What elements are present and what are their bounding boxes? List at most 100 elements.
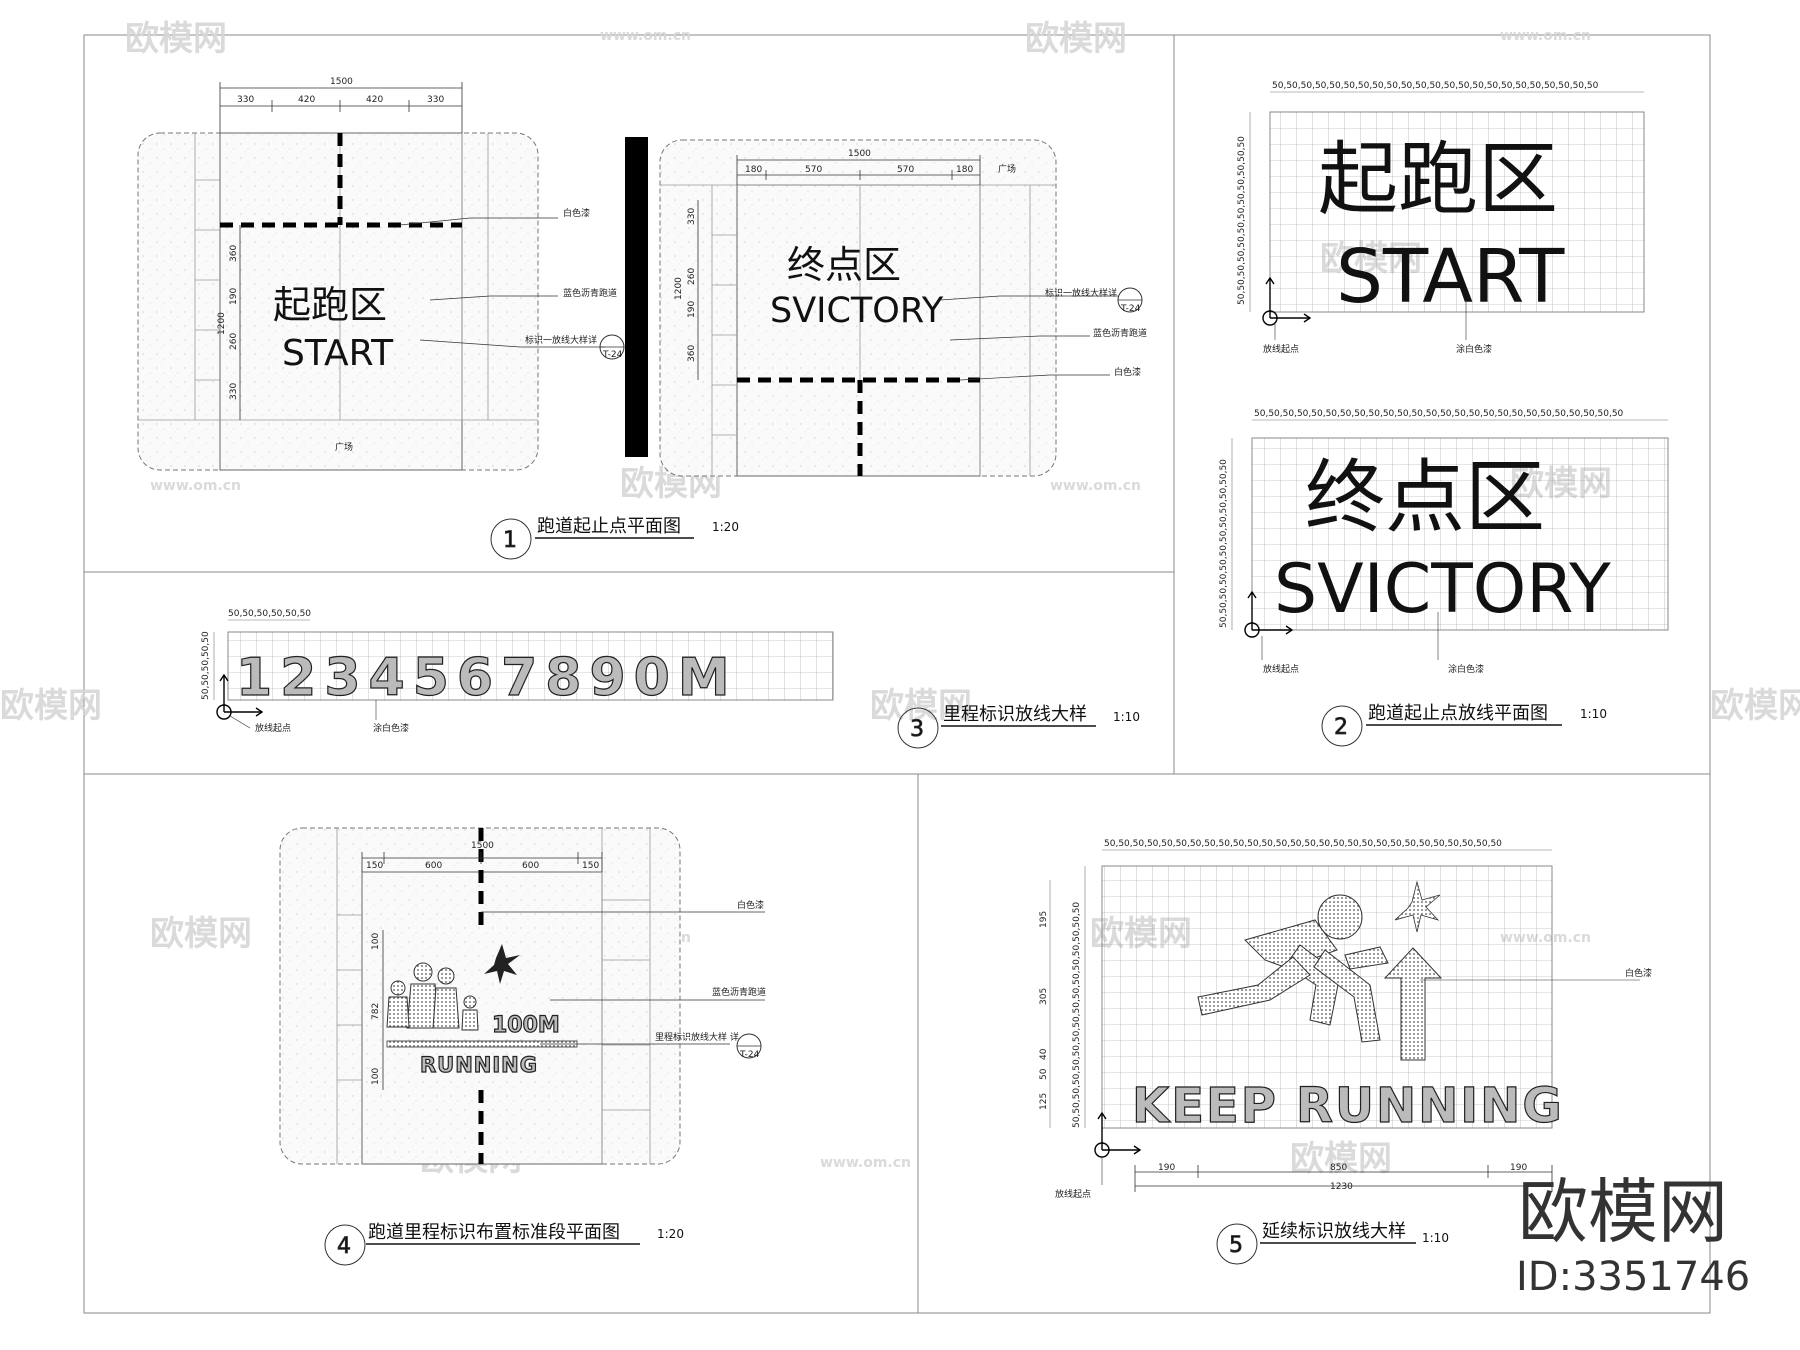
digits-top-ruler: 50,50,50,50,50,50 [228,609,311,619]
panel-2-setting-out-plan: 50,50,50,50,50,50,50,50,50,50,50,50,50,5… [1219,81,1669,747]
divider-bar [625,137,648,457]
mileage-vdim-1: 100 [371,933,381,950]
mileage-dimensions [361,852,603,1090]
end-vdim-1: 330 [687,208,697,225]
sheet-frame [83,34,1711,1314]
start-dimensions [219,82,463,420]
panel-3-distance-marker: 50,50,50,50,50,50 50,50,50,50,50 1234567… [201,609,1140,749]
keep-vdim-3: 40 [1039,1048,1049,1060]
runner-icon [1197,894,1389,1043]
start-grid-top-ruler: 50,50,50,50,50,50,50,50,50,50,50,50,50,5… [1272,81,1599,91]
end-dim-3: 570 [897,165,914,175]
caption-3-scale: 1:10 [1113,710,1140,724]
caption-2-bubble [1321,705,1363,747]
mileage-label-ref: 里程标识放线大样 详 [655,1031,739,1043]
caption-2-title: 跑道起止点放线平面图 [1368,703,1548,724]
start-grid-left-ruler: 50,50,50,50,50,50,50,50,50,50,50,50 [1237,136,1247,305]
start-curbs [138,133,538,421]
caption-1-number: 1 [503,528,517,553]
keep-left-ruler: 50,50,50,50,50,50,50,50,50,50,50,50,50,5… [1072,902,1082,1128]
watermark-brand: 欧模网 [1710,686,1800,726]
slogan-running: RUNNING [1296,1078,1564,1134]
mileage-ref-tag: T-24 [739,1050,760,1060]
watermark-brand: 欧模网 [125,19,227,59]
mileage-curbs [336,828,651,1164]
caption-1-title: 跑道起止点平面图 [537,516,681,537]
slogan-keep: KEEP [1132,1078,1278,1134]
keep-hdim-3: 190 [1510,1163,1527,1173]
watermark-url: www.om.cn [1050,478,1141,494]
end-grid-left-ruler: 50,50,50,50,50,50,50,50,50,50,50,50 [1219,459,1229,628]
keep-top-ruler: 50,50,50,50,50,50,50,50,50,50,50,50,50,5… [1104,839,1502,849]
watermark-url: www.om.cn [1500,28,1591,44]
caption-2-scale: 1:10 [1580,707,1607,721]
caption-1-bubble [490,518,532,560]
watermark-url: www.om.cn [600,28,691,44]
caption-5-scale: 1:10 [1422,1231,1449,1245]
start-label-white: 白色漆 [563,207,590,219]
keep-vdim-1: 195 [1039,911,1049,928]
grid-start-cn: 起跑区 [1318,133,1558,226]
watermark-brand: 欧模网 [1290,1139,1392,1179]
digits-left-ruler: 50,50,50,50,50 [201,631,211,700]
mileage-vdim-2: 782 [371,1003,381,1020]
end-plaza-label: 广场 [998,163,1016,175]
start-origin-axes [1262,276,1312,326]
keep-vdim-5: 125 [1039,1093,1049,1110]
up-arrow-icon [1383,947,1443,1061]
end-zone-cn: 终点区 [787,243,901,287]
keep-running-ruler [1049,849,1552,1128]
mileage-dim-3: 600 [522,861,539,871]
end-dim-1: 180 [745,165,762,175]
caption-4-title: 跑道里程标识布置标准段平面图 [368,1222,620,1243]
watermark-brand: 欧模网 [150,914,252,954]
end-label-blue: 蓝色沥青跑道 [1093,327,1147,339]
end-vdim-2: 260 [687,268,697,285]
end-zone-en: SVICTORY [770,291,944,331]
start-paint-label: 涂白色漆 [1456,343,1492,355]
start-zone-cn: 起跑区 [273,283,387,327]
start-ref-tag: T-24 [602,350,623,360]
caption-4-scale: 1:20 [657,1227,684,1241]
brand-id: ID:3351746 [1516,1254,1750,1300]
keep-origin-label: 放线起点 [1055,1188,1091,1200]
start-track [219,132,463,471]
mileage-label-blue: 蓝色沥青跑道 [712,986,766,998]
grid-start-en: START [1336,234,1565,320]
start-origin-label: 放线起点 [1263,343,1299,355]
mileage-vdim-3: 100 [371,1068,381,1085]
end-leaders [939,295,1118,381]
mileage-dim-4: 150 [582,861,599,871]
end-origin-axes [1244,590,1294,638]
keep-vdim-4: 50 [1039,1068,1049,1080]
end-label-white: 白色漆 [1114,366,1141,378]
caption-4-bubble [324,1224,366,1266]
panel-5-keep-running: 50,50,50,50,50,50,50,50,50,50,50,50,50,5… [1039,839,1652,1265]
family-figures-icon [386,962,479,1031]
mileage-dim-2: 600 [425,861,442,871]
keep-hdim-total: 1230 [1330,1182,1353,1192]
end-ref-tag: T-24 [1120,304,1141,314]
digits-origin-axes [216,673,264,720]
start-vdim-2: 190 [229,288,239,305]
end-grid [1251,437,1669,631]
digits-grid [227,631,834,701]
end-grid-ruler [1231,419,1668,630]
keep-hdim-2: 850 [1330,1163,1347,1173]
mileage-leaders [481,911,765,1045]
pinwheel-icon [484,944,520,984]
panel-4-mileage-layout: 1500 150 600 600 150 100 782 100 100M RU… [279,827,766,1266]
watermark-url: www.om.cn [820,1155,911,1171]
caption-5-number: 5 [1229,1233,1243,1258]
start-vdim-4: 330 [229,383,239,400]
start-grid [1269,111,1645,313]
pinwheel-small-icon [1394,880,1441,933]
end-dim-total: 1500 [848,149,871,159]
end-origin-label: 放线起点 [1263,663,1299,675]
start-grid-ruler [1249,91,1644,312]
keep-bottom-dims [1134,1165,1553,1192]
panel-1-start-finish-plan: 起跑区 START 1500 330 420 420 330 360 190 2… [137,77,1147,560]
end-vdim-total: 1200 [674,277,684,300]
start-label-ref: 标识一放线大样详 [525,334,597,346]
